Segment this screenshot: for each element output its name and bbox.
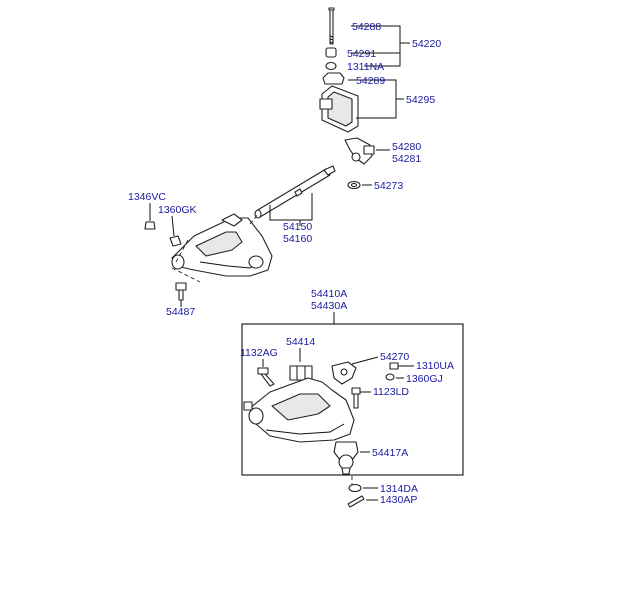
nut-1310UA[interactable] [389, 362, 399, 370]
label-54430A[interactable]: 54430A [311, 300, 347, 312]
lower-arm-54410A[interactable] [243, 377, 355, 443]
bracket-54150 [269, 193, 313, 226]
label-1132AG[interactable]: 1132AG [240, 347, 278, 359]
upper-arm-left[interactable] [171, 213, 273, 277]
label-54289[interactable]: 54289 [356, 75, 385, 87]
leader-1360GK [171, 215, 175, 237]
bolt-54288[interactable] [328, 7, 335, 45]
label-54150[interactable]: 54150 [283, 221, 312, 233]
label-1310UA[interactable]: 1310UA [416, 360, 454, 372]
bracket-54295 [348, 79, 404, 119]
label-54280[interactable]: 54280 [392, 141, 421, 153]
label-54295[interactable]: 54295 [406, 94, 435, 106]
bolt-54487[interactable] [175, 282, 187, 301]
label-1314DA[interactable]: 1314DA [380, 483, 418, 495]
bolt-1132AG[interactable] [257, 367, 275, 387]
cotter-pin-1430AP[interactable] [347, 495, 365, 508]
label-54273[interactable]: 54273 [374, 180, 403, 192]
leader-54270 [351, 356, 379, 365]
shaft-54150[interactable] [254, 165, 336, 219]
label-54288[interactable]: 54288 [352, 21, 381, 33]
label-1311NA[interactable]: 1311NA [347, 61, 384, 73]
washer-54291[interactable] [325, 47, 337, 58]
bumper-54295[interactable] [319, 85, 359, 133]
assembly-box-54410A [241, 323, 464, 476]
nut-1360GK[interactable] [169, 235, 182, 247]
nut-1360GJ[interactable] [385, 373, 395, 381]
label-1360GJ[interactable]: 1360GJ [406, 373, 443, 385]
label-1346VC[interactable]: 1346VC [128, 191, 166, 203]
bumper-cap-54289[interactable] [322, 72, 345, 85]
label-54417A[interactable]: 54417A [372, 447, 408, 459]
bolt-1123LD[interactable] [351, 387, 361, 409]
nut-1346VC[interactable] [144, 221, 156, 230]
ball-joint-54417A[interactable] [333, 441, 359, 475]
label-54281[interactable]: 54281 [392, 153, 421, 165]
label-54410A[interactable]: 54410A [311, 288, 347, 300]
label-54160[interactable]: 54160 [283, 233, 312, 245]
label-54291[interactable]: 54291 [347, 48, 376, 60]
label-54220[interactable]: 54220 [412, 38, 441, 50]
nut-1314DA[interactable] [348, 483, 362, 493]
label-54270[interactable]: 54270 [380, 351, 409, 363]
nut-54273[interactable] [347, 180, 361, 190]
label-1430AP[interactable]: 1430AP [380, 494, 417, 506]
label-54414[interactable]: 54414 [286, 336, 315, 348]
label-54487[interactable]: 54487 [166, 306, 195, 318]
leader-dash-upper [171, 213, 259, 283]
label-1360GK[interactable]: 1360GK [158, 204, 197, 216]
bumper-bracket-54280[interactable] [344, 137, 375, 165]
bracket-54270[interactable] [331, 361, 357, 385]
label-1123LD[interactable]: 1123LD [373, 386, 409, 398]
nut-1311NA[interactable] [325, 61, 337, 71]
bracket-54220 [351, 25, 410, 67]
